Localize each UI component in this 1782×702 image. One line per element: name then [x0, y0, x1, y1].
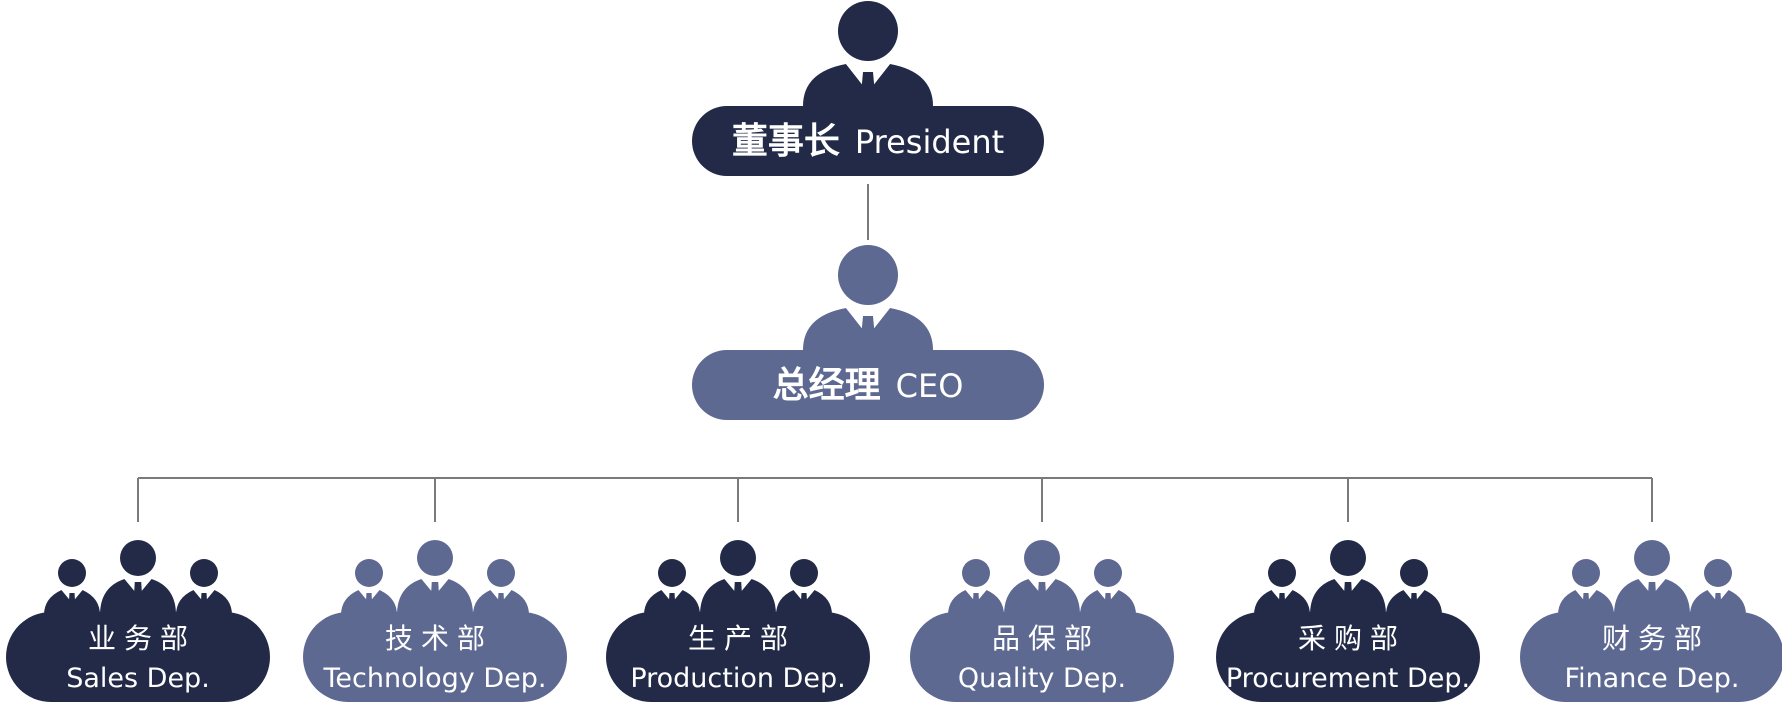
- department-drop-lines: [137, 478, 1653, 522]
- department-node: 生产部 Production Dep.: [606, 540, 870, 702]
- president-pill: [692, 106, 1044, 176]
- department-node: 业务部 Sales Dep.: [6, 540, 270, 702]
- person-silhouette: [700, 540, 776, 615]
- department-name-zh: 财务部: [1602, 622, 1710, 655]
- department-pill: [606, 612, 870, 702]
- department-name-zh: 品保部: [992, 622, 1100, 655]
- president-title-zh: 董事长: [732, 121, 840, 162]
- svg-text:总经理 CEO: 总经理 CEO: [773, 365, 964, 406]
- department-name-en: Production Dep.: [630, 663, 845, 694]
- person-icon: [803, 245, 933, 350]
- group-icon: [341, 540, 529, 615]
- person-silhouette: [948, 559, 1004, 615]
- person-silhouette: [1310, 540, 1386, 615]
- person-silhouette: [776, 559, 832, 615]
- department-node: 品保部 Quality Dep.: [910, 540, 1174, 702]
- department-name-zh: 采购部: [1298, 622, 1406, 655]
- person-silhouette: [1558, 559, 1614, 615]
- department-name-zh: 业务部: [88, 622, 196, 655]
- ceo-title-en: CEO: [896, 367, 964, 405]
- person-silhouette: [1690, 559, 1746, 615]
- group-icon: [948, 540, 1136, 615]
- connector-lines: [137, 184, 1653, 522]
- group-icon: [1254, 540, 1442, 615]
- group-icon: [44, 540, 232, 615]
- person-silhouette: [397, 540, 473, 615]
- department-node: 财务部 Finance Dep.: [1520, 540, 1782, 702]
- department-pill: [303, 612, 567, 702]
- person-silhouette: [1386, 559, 1442, 615]
- person-silhouette: [341, 559, 397, 615]
- group-icon: [644, 540, 832, 615]
- ceo-pill: [692, 350, 1044, 420]
- department-pill: [1216, 612, 1480, 702]
- department-name-zh: 生产部: [688, 622, 796, 655]
- department-node: 技术部 Technology Dep.: [303, 540, 567, 702]
- person-silhouette: [1254, 559, 1310, 615]
- ceo-title-zh: 总经理: [773, 365, 881, 406]
- department-node: 采购部 Procurement Dep.: [1216, 540, 1480, 702]
- ceo-node: 总经理 CEO: [692, 245, 1044, 420]
- department-name-en: Sales Dep.: [66, 663, 210, 694]
- group-icon: [1558, 540, 1746, 615]
- president-node: 董事长 President: [692, 1, 1044, 176]
- department-name-zh: 技术部: [385, 622, 493, 655]
- department-pill: [910, 612, 1174, 702]
- person-icon: [803, 1, 933, 106]
- person-silhouette: [473, 559, 529, 615]
- person-silhouette: [44, 559, 100, 615]
- president-title-en: President: [855, 123, 1004, 161]
- svg-text:董事长 President: 董事长 President: [732, 121, 1004, 162]
- person-silhouette: [1614, 540, 1690, 615]
- person-silhouette: [100, 540, 176, 615]
- department-pill: [6, 612, 270, 702]
- department-name-en: Quality Dep.: [958, 663, 1126, 694]
- department-row: 业务部 Sales Dep. 技术部 Technology Dep. 生产部 Produc…: [6, 540, 1782, 702]
- person-silhouette: [644, 559, 700, 615]
- department-name-en: Procurement Dep.: [1226, 663, 1470, 694]
- person-silhouette: [176, 559, 232, 615]
- department-pill: [1520, 612, 1782, 702]
- department-name-en: Finance Dep.: [1565, 663, 1740, 694]
- department-name-en: Technology Dep.: [323, 663, 547, 694]
- person-silhouette: [1004, 540, 1080, 615]
- person-silhouette: [1080, 559, 1136, 615]
